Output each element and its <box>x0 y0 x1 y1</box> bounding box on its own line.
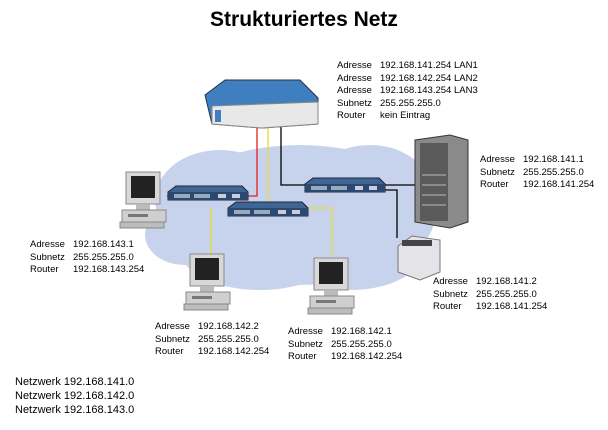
value: 192.168.143.1 <box>73 239 134 250</box>
value: 192.168.142.2 <box>198 321 259 332</box>
value: 192.168.141.1 <box>523 154 584 165</box>
label: Router <box>155 346 184 357</box>
pc-bottom-left-info: Adresse 192.168.142.2 Subnetz 255.255.255.… <box>155 321 269 359</box>
page-title: Strukturiertes Netz <box>210 8 398 31</box>
label: Subnetz <box>337 97 372 109</box>
label: Router <box>30 264 59 275</box>
value: 192.168.141.254 LAN1 <box>380 60 478 71</box>
cloud <box>145 145 435 290</box>
value: 192.168.141.254 <box>476 301 548 312</box>
value: 192.168.143.254 <box>73 264 145 275</box>
router-info: Adresse 192.168.141.254 LAN1 Adresse 192.1… <box>337 60 478 123</box>
label: Router <box>480 179 509 190</box>
value: 255.255.255.0 <box>380 97 441 109</box>
switch-lan3 <box>167 185 249 201</box>
label: Adresse <box>337 72 372 84</box>
value: 192.168.142.254 LAN2 <box>380 72 478 84</box>
label: Subnetz <box>480 166 515 178</box>
label: Adresse <box>155 321 190 332</box>
network-item: Netzwerk 192.168.141.0 <box>15 376 135 388</box>
switch-lan2 <box>227 201 309 217</box>
server-info: Adresse 192.168.141.1 Subnetz 255.255.255.… <box>480 154 594 192</box>
network-list: Netzwerk 192.168.141.0 Netzwerk 192.168.… <box>15 375 134 417</box>
value: 255.255.255.0 <box>73 251 134 263</box>
pc-bottom-right-info: Adresse 192.168.142.1 Subnetz 255.255.255.… <box>288 326 402 364</box>
label: Adresse <box>433 276 468 287</box>
label: Adresse <box>337 60 372 71</box>
value: 255.255.255.0 <box>523 166 584 178</box>
value: 192.168.143.254 LAN3 <box>380 85 478 96</box>
pc-bottom-left <box>183 253 231 311</box>
pc-left-info: Adresse 192.168.143.1 Subnetz 255.255.255.… <box>30 239 144 277</box>
router-device <box>204 79 319 129</box>
value: 192.168.141.2 <box>476 276 537 287</box>
network-item: Netzwerk 192.168.142.0 <box>15 390 135 402</box>
value: 192.168.142.1 <box>331 326 392 337</box>
label: Router <box>337 110 366 121</box>
value: 255.255.255.0 <box>331 338 392 350</box>
value: 192.168.142.254 <box>331 351 403 362</box>
pc-left <box>119 171 167 229</box>
printer-info: Adresse 192.168.141.2 Subnetz 255.255.255.… <box>433 276 547 314</box>
value: kein Eintrag <box>380 110 431 121</box>
label: Adresse <box>288 326 323 337</box>
label: Subnetz <box>30 251 65 263</box>
printer <box>397 235 441 281</box>
label: Adresse <box>30 239 65 250</box>
label: Subnetz <box>433 288 468 300</box>
pc-bottom-right <box>307 257 355 315</box>
cables <box>167 125 415 255</box>
label: Subnetz <box>288 338 323 350</box>
label: Subnetz <box>155 333 190 345</box>
switch-lan1 <box>304 177 386 193</box>
server <box>414 134 469 229</box>
label: Router <box>433 301 462 312</box>
value: 192.168.142.254 <box>198 346 270 357</box>
label: Adresse <box>480 154 515 165</box>
network-item: Netzwerk 192.168.143.0 <box>15 404 135 416</box>
value: 255.255.255.0 <box>476 288 537 300</box>
value: 192.168.141.254 <box>523 179 595 190</box>
label: Router <box>288 351 317 362</box>
label: Adresse <box>337 85 372 96</box>
value: 255.255.255.0 <box>198 333 259 345</box>
